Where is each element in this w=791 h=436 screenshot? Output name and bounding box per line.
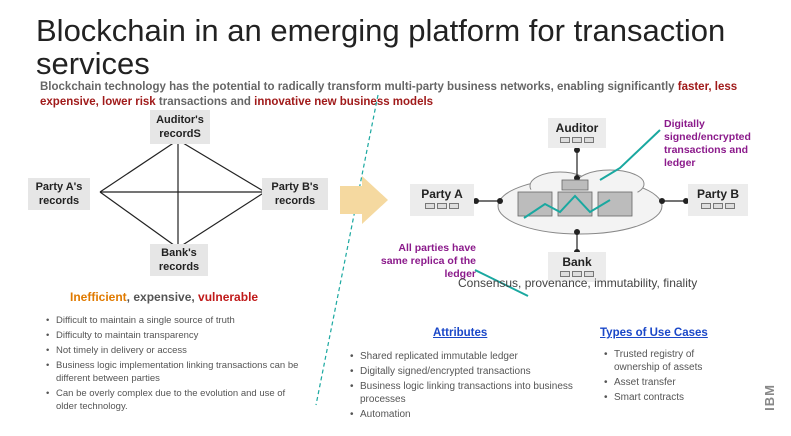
problems-list: Difficult to maintain a single source of…: [46, 314, 301, 415]
ledger-icon: [410, 203, 474, 209]
subtitle-part2: transactions and: [155, 96, 255, 108]
node-party-a-label: Party A: [421, 187, 463, 201]
inefficient-sep: , expensive,: [126, 290, 199, 304]
node-party-b: Party B: [688, 184, 748, 216]
node-party-b-label: Party B: [696, 187, 740, 201]
node-auditors-records: Auditor's recordS: [150, 110, 210, 144]
arrow-right-icon: [340, 176, 388, 224]
edge-auditor-partyb: [177, 139, 266, 193]
node-party-a: Party A: [410, 184, 474, 216]
ledger-icon: [548, 271, 606, 277]
consensus-label: Consensus, provenance, immutability, fin…: [458, 276, 698, 290]
inefficient-heading: Inefficient, expensive, vulnerable: [70, 290, 258, 304]
node-bank: Bank: [548, 252, 606, 282]
attributes-heading: Attributes: [433, 327, 488, 339]
inefficient-word: Inefficient: [70, 290, 127, 304]
list-item: Can be overly complex due to the evoluti…: [46, 387, 301, 413]
list-item: Shared replicated immutable ledger: [350, 350, 585, 363]
list-item: Digitally signed/encrypted transactions: [350, 365, 585, 378]
edge-partya-bank: [99, 191, 179, 249]
list-item: Asset transfer: [604, 376, 734, 389]
node-bank-label: Bank: [562, 255, 592, 269]
callout-signed-ledger: Digitally signed/encrypted transactions …: [664, 118, 751, 169]
ibm-logo: IBM: [762, 384, 777, 411]
node-party-a-records: Party A's records: [28, 178, 90, 210]
list-item: Automation: [350, 408, 585, 421]
callout-replica: All parties have same replica of the led…: [380, 242, 476, 280]
node-auditor-label: Auditor: [555, 121, 599, 135]
ledger-icon: [688, 203, 748, 209]
subtitle-part1: Blockchain technology has the potential …: [40, 81, 678, 93]
subtitle: Blockchain technology has the potential …: [40, 80, 740, 110]
edge-partyb-bank: [177, 191, 266, 249]
list-item: Difficulty to maintain transparency: [46, 329, 301, 342]
ledger-icon: [548, 137, 606, 143]
node-party-b-records: Party B's records: [262, 178, 328, 210]
attributes-list: Shared replicated immutable ledger Digit…: [350, 350, 585, 423]
list-item: Smart contracts: [604, 391, 734, 404]
page-title: Blockchain in an emerging platform for t…: [36, 13, 726, 81]
vulnerable-word: vulnerable: [198, 290, 259, 304]
list-item: Difficult to maintain a single source of…: [46, 314, 301, 327]
subtitle-highlight2: innovative new business models: [254, 96, 434, 108]
node-bank-records: Bank's records: [150, 244, 208, 276]
list-item: Business logic implementation linking tr…: [46, 359, 301, 385]
node-auditor: Auditor: [548, 118, 606, 148]
use-cases-heading: Types of Use Cases: [600, 327, 708, 339]
list-item: Business logic linking transactions into…: [350, 380, 585, 406]
list-item: Not timely in delivery or access: [46, 344, 301, 357]
edge-auditor-partya: [99, 139, 179, 193]
subtitle-highlight1: faster, less expensive, lower risk: [40, 81, 738, 108]
use-cases-list: Trusted registry of ownership of assets …: [604, 348, 734, 406]
divider-line: [315, 94, 379, 406]
list-item: Trusted registry of ownership of assets: [604, 348, 734, 374]
